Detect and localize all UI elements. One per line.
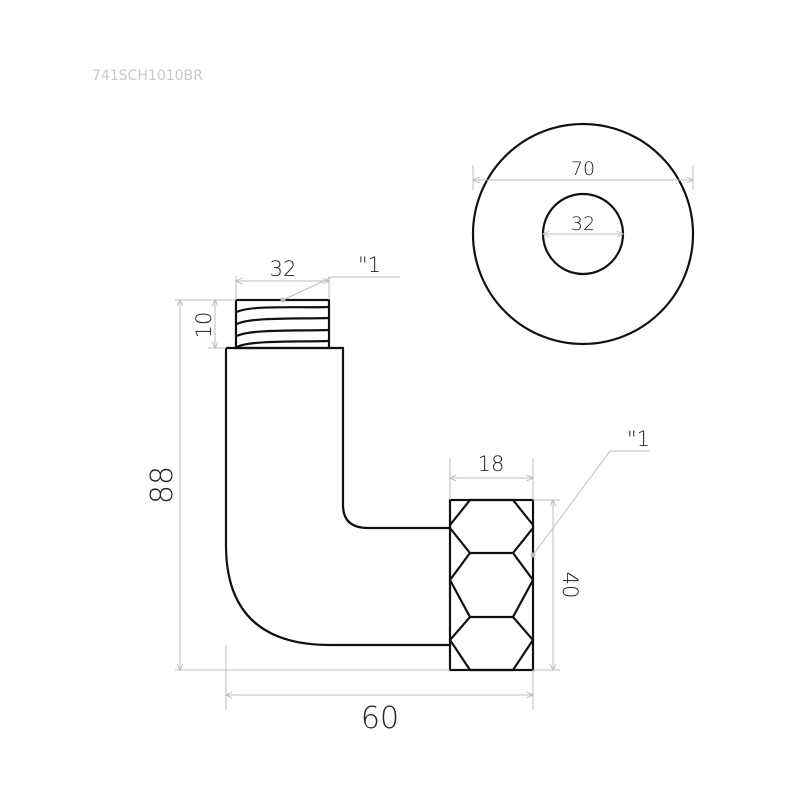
nut-hex-faces [448,498,535,672]
leader-top-thread [282,276,400,301]
dim-label-18: 18 [478,452,505,476]
dim-label-40: 40 [558,572,582,599]
leader-dot [530,552,536,558]
nut [448,498,535,672]
thread-leaders: "1 "1 [280,253,650,558]
dim-label-32: 32 [270,257,297,281]
dim-label-32-inner: 32 [571,213,595,235]
elbow-view [224,298,535,672]
elbow-body [224,346,450,647]
top-thread-label: "1 [358,253,381,277]
dim-label-70: 70 [571,158,595,180]
dim-label-10: 10 [192,312,216,339]
flange-outer-circle [471,122,695,346]
flange-view: 70 32 [471,122,695,346]
side-thread-label: "1 [627,427,650,451]
product-code: 741SCH1010BR [92,68,203,84]
thread-lines [236,305,330,349]
dim-label-88: 88 [145,466,180,504]
leader-dot [280,297,286,303]
dimensions: 32 10 88 60 18 40 [145,257,582,736]
leader-side-thread [532,450,650,556]
dim-label-60: 60 [361,701,399,736]
